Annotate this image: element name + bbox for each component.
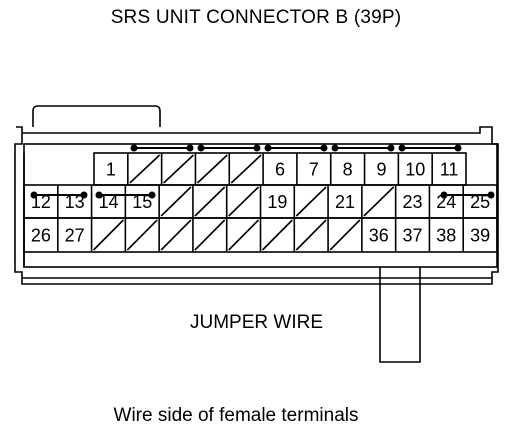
empty-cavity: [160, 186, 192, 217]
empty-cavity: [261, 219, 293, 251]
pin-number: 9: [376, 160, 386, 180]
pin-number: 23: [403, 192, 423, 212]
empty-cavity: [163, 154, 195, 184]
empty-cavity: [194, 219, 226, 251]
pin-number: 37: [403, 226, 423, 246]
pin-number: 38: [436, 226, 456, 246]
pin-number: 39: [470, 226, 490, 246]
pin-number: 10: [405, 160, 425, 180]
empty-cavity: [295, 186, 327, 217]
pin-number: 6: [275, 160, 285, 180]
empty-cavity: [329, 219, 361, 251]
empty-cavity: [93, 219, 124, 251]
empty-cavity: [363, 186, 395, 217]
pin-number: 19: [267, 192, 287, 212]
empty-cavity: [228, 186, 260, 217]
empty-cavity: [228, 219, 260, 251]
empty-cavity: [126, 219, 158, 251]
pin-number: 1: [106, 160, 116, 180]
pin-number: 13: [65, 192, 85, 212]
pin-number: 8: [343, 160, 353, 180]
jumper-wire-label: JUMPER WIRE: [190, 312, 323, 333]
pin-number: 7: [309, 160, 319, 180]
empty-cavity: [196, 154, 228, 184]
empty-cavity: [194, 186, 226, 217]
connector-title: SRS UNIT CONNECTOR B (39P): [110, 7, 402, 28]
pin-number: 15: [132, 192, 152, 212]
empty-cavity: [295, 219, 327, 251]
pin-number: 36: [369, 226, 389, 246]
empty-cavity: [230, 154, 262, 184]
pin-number: 21: [335, 192, 355, 212]
pin-number: 11: [440, 160, 459, 180]
caption: Wire side of female terminals: [113, 405, 359, 426]
pin-number: 27: [65, 226, 85, 246]
pin-number: 26: [31, 226, 51, 246]
pin-number: 14: [98, 192, 118, 212]
pin-number: 25: [470, 192, 490, 212]
empty-cavity: [160, 219, 192, 251]
empty-cavity: [129, 154, 161, 184]
